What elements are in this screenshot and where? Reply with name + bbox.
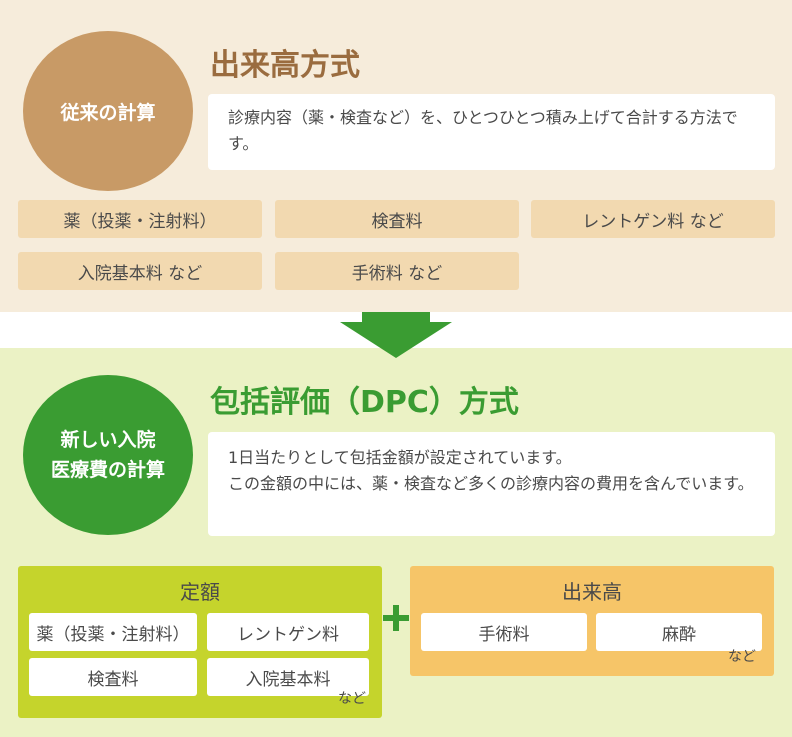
plus-icon bbox=[383, 605, 409, 631]
old-item-exam: 検査料 bbox=[275, 200, 519, 238]
new-method-circle: 新しい入院 医療費の計算 bbox=[23, 375, 193, 535]
actual-etc-label: など bbox=[728, 649, 756, 665]
old-method-circle-label: 従来の計算 bbox=[60, 101, 156, 124]
old-item-admission: 入院基本料 など bbox=[18, 252, 262, 290]
fixed-item-medicine: 薬（投薬・注射料） bbox=[29, 613, 197, 651]
actual-item-surgery: 手術料 bbox=[421, 613, 587, 651]
fixed-item-admission: 入院基本料 bbox=[207, 658, 369, 696]
old-item-surgery: 手術料 など bbox=[275, 252, 519, 290]
new-method-heading: 包括評価（DPC）方式 bbox=[210, 385, 519, 420]
old-method-heading: 出来高方式 bbox=[210, 48, 360, 83]
fixed-amount-title: 定額 bbox=[180, 580, 220, 604]
fixed-item-exam: 検査料 bbox=[29, 658, 197, 696]
old-method-circle: 従来の計算 bbox=[23, 31, 193, 191]
old-method-description: 診療内容（薬・検査など）を、ひとつひとつ積み上げて合計する方法です。 bbox=[208, 94, 775, 170]
fixed-etc-label: など bbox=[338, 691, 366, 707]
fixed-item-xray: レントゲン料 bbox=[207, 613, 369, 651]
old-item-medicine: 薬（投薬・注射料） bbox=[18, 200, 262, 238]
actual-amount-box: 出来高 手術料 麻酔 など bbox=[410, 566, 774, 676]
new-method-circle-label-line1: 新しい入院 bbox=[60, 429, 156, 451]
actual-amount-title: 出来高 bbox=[562, 580, 622, 604]
actual-item-anesthesia: 麻酔 bbox=[596, 613, 762, 651]
new-method-description: 1日当たりとして包括金額が設定されています。 この金額の中には、薬・検査など多く… bbox=[208, 432, 775, 536]
old-item-xray: レントゲン料 など bbox=[531, 200, 775, 238]
new-method-description-line1: 1日当たりとして包括金額が設定されています。 bbox=[228, 448, 572, 467]
new-method-circle-label-line2: 医療費の計算 bbox=[50, 459, 165, 481]
fixed-amount-box: 定額 薬（投薬・注射料） レントゲン料 検査料 入院基本料 など bbox=[18, 566, 382, 718]
down-arrow-icon bbox=[340, 312, 452, 358]
new-method-description-line2: この金額の中には、薬・検査など多くの診療内容の費用を含んでいます。 bbox=[228, 474, 754, 493]
